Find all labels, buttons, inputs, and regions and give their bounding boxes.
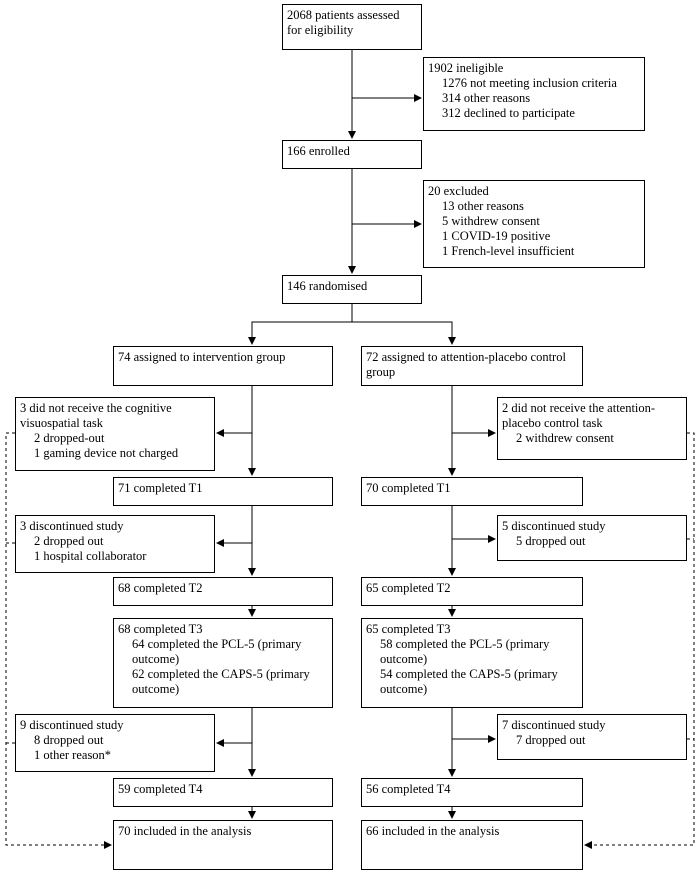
box-text-line: 66 included in the analysis: [366, 824, 500, 838]
box-text-line: outcome): [380, 682, 428, 696]
box-text-line: 71 completed T1: [118, 481, 203, 495]
box-text-line: 7 discontinued study: [502, 718, 606, 732]
box-text-line: 20 excluded: [428, 184, 489, 198]
box-text-line: 166 enrolled: [287, 144, 350, 158]
box-text-line: 65 completed T2: [366, 581, 451, 595]
box-text-line: 68 completed T2: [118, 581, 203, 595]
arrow-to-control: [352, 321, 456, 345]
box-text-line: 72 assigned to attention-placebo control: [366, 350, 566, 364]
box-text-line: 13 other reasons: [442, 199, 524, 213]
box-text-line: 3 did not receive the cognitive: [20, 401, 172, 415]
dashed-int-return: [5, 432, 112, 849]
box-text-line: 7 dropped out: [516, 733, 586, 747]
box-text-line: 1 other reason*: [34, 748, 112, 762]
box-text-line: outcome): [132, 682, 180, 696]
box-text-line: 3 discontinued study: [20, 519, 124, 533]
box-text-line: 8 dropped out: [34, 733, 104, 747]
box-intervention-t2: 68 completed T2: [113, 577, 333, 606]
box-text-line: 1 French-level insufficient: [442, 244, 575, 258]
box-text-line: 2068 patients assessed: [287, 8, 400, 22]
box-text-line: 314 other reasons: [442, 91, 531, 105]
box-text-line: 62 completed the CAPS-5 (primary: [132, 667, 310, 681]
box-intervention-analysis: 70 included in the analysis: [113, 820, 333, 870]
box-control-t2: 65 completed T2: [361, 577, 583, 606]
box-text-line: 1276 not meeting inclusion criteria: [442, 76, 617, 90]
box-text-line: 68 completed T3: [118, 622, 203, 636]
box-text-line: 1902 ineligible: [428, 61, 504, 75]
box-text-line: 2 dropped out: [34, 534, 104, 548]
box-text-line: 59 completed T4: [118, 782, 203, 796]
box-text-line: 1 hospital collaborator: [34, 549, 147, 563]
box-intervention-t4: 59 completed T4: [113, 778, 333, 807]
box-text-line: 2 withdrew consent: [516, 431, 614, 445]
box-intervention-group: 74 assigned to intervention group: [113, 346, 333, 386]
box-text-line: 65 completed T3: [366, 622, 451, 636]
box-text-line: 64 completed the PCL-5 (primary: [132, 637, 302, 651]
box-control-not-received: 2 did not receive the attention-placebo …: [497, 397, 687, 460]
box-randomised: 146 randomised: [282, 275, 422, 304]
box-text-line: 312 declined to participate: [442, 106, 575, 120]
box-text-line: 54 completed the CAPS-5 (primary: [380, 667, 558, 681]
box-text-line: 5 discontinued study: [502, 519, 606, 533]
box-text-line: 1 gaming device not charged: [34, 446, 179, 460]
box-text-line: 2 did not receive the attention-: [502, 401, 656, 415]
box-text-line: 5 withdrew consent: [442, 214, 540, 228]
dashed-ctl-return: [584, 432, 695, 849]
box-text-line: 146 randomised: [287, 279, 368, 293]
box-text-line: 9 discontinued study: [20, 718, 124, 732]
box-intervention-t1: 71 completed T1: [113, 477, 333, 506]
box-text-line: 5 dropped out: [516, 534, 586, 548]
box-control-t1: 70 completed T1: [361, 477, 583, 506]
box-text-line: 2 dropped-out: [34, 431, 105, 445]
box-text-line: visuospatial task: [20, 416, 103, 430]
box-control-t4: 56 completed T4: [361, 778, 583, 807]
box-text-line: 70 completed T1: [366, 481, 451, 495]
box-text-line: 70 included in the analysis: [118, 824, 252, 838]
box-text-line: outcome): [380, 652, 428, 666]
box-text-line: 1 COVID-19 positive: [442, 229, 551, 243]
arrow-to-intervention: [248, 304, 353, 345]
box-control-group: 72 assigned to attention-placebo control…: [361, 346, 583, 386]
box-text-line: placebo control task: [502, 416, 603, 430]
box-enrolled: 166 enrolled: [282, 140, 422, 169]
box-text-line: for eligibility: [287, 23, 354, 37]
box-text-line: 74 assigned to intervention group: [118, 350, 286, 364]
box-text-line: 58 completed the PCL-5 (primary: [380, 637, 550, 651]
box-text-line: group: [366, 365, 396, 379]
box-text-line: outcome): [132, 652, 180, 666]
box-text-line: 56 completed T4: [366, 782, 451, 796]
box-control-analysis: 66 included in the analysis: [361, 820, 583, 870]
